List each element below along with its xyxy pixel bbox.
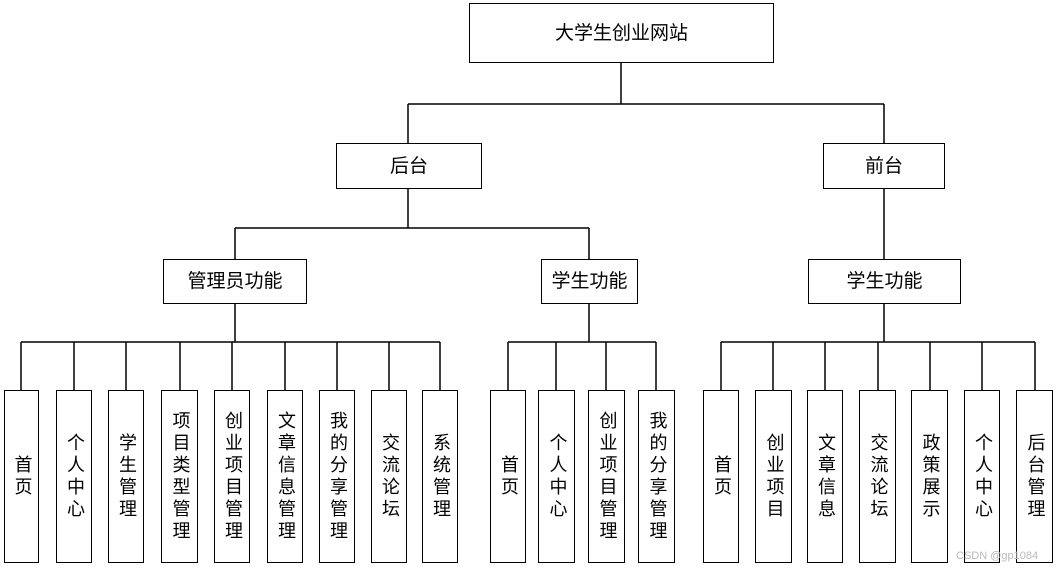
frontend-item-personal-center: 个人中心 bbox=[964, 390, 1000, 563]
backend-student-item-my-share-management: 我的分享管理 bbox=[638, 390, 675, 563]
admin-item-article-management: 文章信息管理 bbox=[267, 390, 303, 563]
admin-item-label: 个人中心 bbox=[64, 432, 85, 521]
frontend-item-venture-project: 创业项目 bbox=[755, 390, 792, 563]
admin-item-label: 交流论坛 bbox=[379, 432, 400, 521]
admin-item-label: 项目类型管理 bbox=[169, 410, 191, 543]
admin-item-student-management: 学生管理 bbox=[108, 390, 144, 563]
backend-student-item-label: 个人中心 bbox=[546, 432, 568, 521]
admin-item-system-management: 系统管理 bbox=[422, 390, 458, 563]
backend-student-item-label: 创业项目管理 bbox=[596, 410, 618, 543]
admin-item-forum: 交流论坛 bbox=[371, 390, 407, 563]
frontend-item-label: 文章信息 bbox=[815, 432, 836, 521]
frontend-item-label: 创业项目 bbox=[763, 432, 785, 521]
backend-student-item-label: 我的分享管理 bbox=[646, 410, 668, 543]
backend-student-node: 学生功能 bbox=[541, 259, 638, 304]
backend-student-item-home: 首页 bbox=[490, 390, 526, 563]
admin-item-project-type-management: 项目类型管理 bbox=[161, 390, 198, 563]
backend-student-item-personal-center: 个人中心 bbox=[538, 390, 575, 563]
frontend-item-label: 交流论坛 bbox=[867, 432, 889, 521]
frontend-item-forum: 交流论坛 bbox=[859, 390, 896, 563]
admin-item-label: 首页 bbox=[11, 454, 33, 499]
admin-item-label: 创业项目管理 bbox=[222, 410, 243, 543]
admin-item-label: 系统管理 bbox=[430, 432, 451, 521]
frontend-item-label: 后台管理 bbox=[1024, 432, 1046, 521]
backend-student-item-venture-project-management: 创业项目管理 bbox=[588, 390, 625, 563]
admin-item-venture-project-management: 创业项目管理 bbox=[214, 390, 250, 563]
watermark: CSDN @gp1084 bbox=[956, 550, 1039, 562]
frontend-student-node: 学生功能 bbox=[808, 259, 961, 304]
frontend-item-article-info: 文章信息 bbox=[807, 390, 843, 563]
frontend-node: 前台 bbox=[823, 143, 945, 189]
admin-item-label: 我的分享管理 bbox=[327, 410, 348, 543]
backend-node: 后台 bbox=[336, 143, 482, 189]
admin-item-label: 学生管理 bbox=[116, 432, 137, 521]
frontend-item-home: 首页 bbox=[703, 390, 739, 563]
frontend-item-policy-display: 政策展示 bbox=[911, 390, 948, 563]
frontend-item-label: 政策展示 bbox=[919, 432, 941, 521]
admin-item-my-share-management: 我的分享管理 bbox=[319, 390, 355, 563]
frontend-item-label: 个人中心 bbox=[972, 432, 993, 521]
frontend-item-label: 首页 bbox=[711, 454, 732, 499]
admin-item-label: 文章信息管理 bbox=[275, 410, 296, 543]
admin-item-personal-center: 个人中心 bbox=[56, 390, 92, 563]
admin-item-home: 首页 bbox=[4, 390, 39, 563]
root-node: 大学生创业网站 bbox=[469, 3, 774, 63]
backend-student-item-label: 首页 bbox=[498, 454, 519, 499]
backend-admin-node: 管理员功能 bbox=[163, 259, 307, 304]
frontend-item-backend-management: 后台管理 bbox=[1016, 390, 1053, 563]
